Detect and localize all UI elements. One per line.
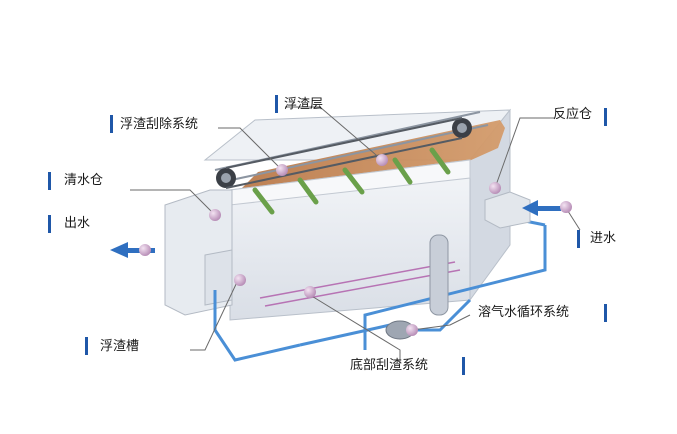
- bottom-scraper-rails: [259, 261, 461, 307]
- label-bar: [604, 304, 607, 322]
- marker-dots: [139, 154, 572, 336]
- label-bar: [275, 95, 278, 113]
- label-bar: [604, 108, 607, 126]
- label-bar: [462, 357, 465, 375]
- label-reaction-tank: 反应仓: [553, 107, 593, 122]
- label-dissolved-air-system: 溶气水循环系统: [478, 305, 570, 320]
- marker-dot: [489, 182, 501, 194]
- marker-dot: [376, 154, 388, 166]
- marker-dot: [304, 286, 316, 298]
- marker-dot: [209, 209, 221, 221]
- dissolved-air-unit: [385, 234, 449, 340]
- label-bar: [110, 115, 113, 133]
- label-bottom-scraper-system: 底部刮渣系统: [350, 358, 429, 373]
- sludge-trough: [204, 249, 233, 306]
- label-bar: [48, 172, 51, 190]
- marker-dot: [234, 274, 246, 286]
- label-sludge-scraper-system: 浮渣刮除系统: [120, 117, 199, 132]
- scraper-chain: [216, 117, 472, 215]
- label-floating-sludge-layer: 浮渣层: [284, 97, 324, 112]
- label-bar: [85, 337, 88, 355]
- label-bar: [577, 230, 580, 248]
- marker-dot: [276, 164, 288, 176]
- label-clear-water-tank: 清水仓: [64, 173, 104, 188]
- marker-dot: [560, 201, 572, 213]
- leader-lines: [130, 106, 581, 363]
- label-bar: [48, 215, 51, 233]
- label-water-inlet: 进水: [590, 231, 617, 246]
- marker-dot: [139, 244, 151, 256]
- inlet-arrow: [522, 200, 561, 216]
- inlet-box: [484, 191, 531, 229]
- marker-dot: [406, 324, 418, 336]
- label-sludge-trough: 浮渣槽: [100, 339, 140, 354]
- tank-body: [164, 108, 512, 321]
- label-water-outlet: 出水: [64, 216, 91, 231]
